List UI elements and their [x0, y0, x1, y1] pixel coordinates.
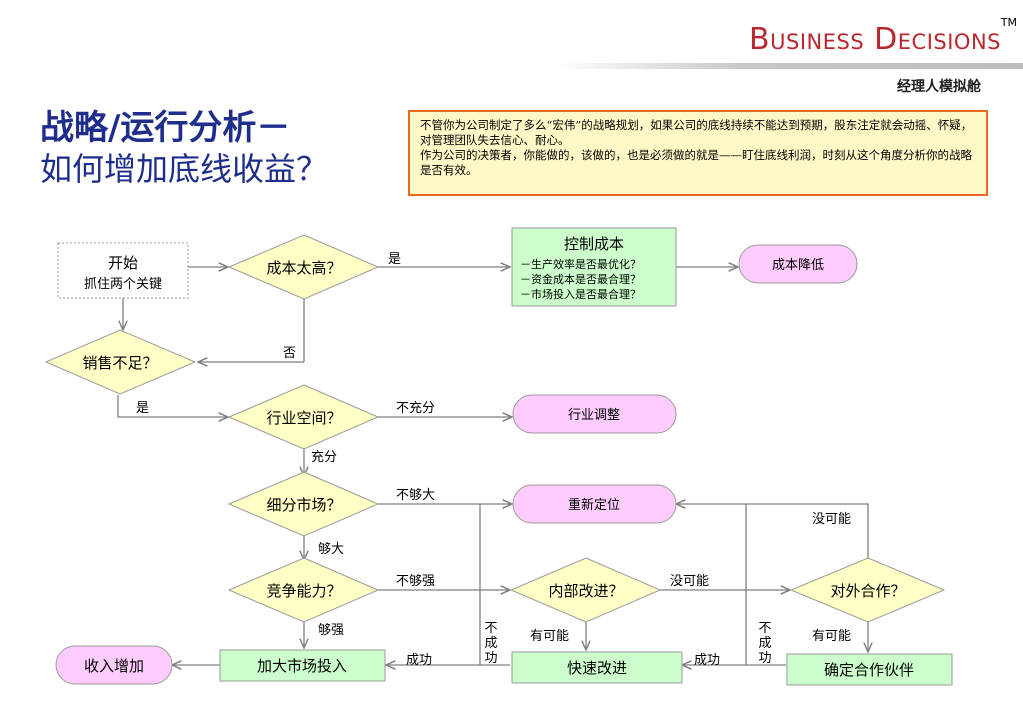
edge-label-not-strong: 不够强 — [396, 574, 435, 589]
internal-label: 内部改进？ — [548, 582, 623, 600]
edge-label-success-1: 成功 — [406, 653, 432, 668]
edge-label-fail-1: 不成功 — [484, 621, 497, 666]
page-title-line2: 如何增加底线收益？ — [40, 150, 329, 188]
trademark-mark: TM — [1000, 16, 1017, 29]
edge-label-strong-enough: 够强 — [318, 623, 344, 638]
industry-space-diamond — [227, 384, 380, 450]
cost-down-pill — [738, 244, 858, 284]
edge-label-fail-2: 不成功 — [758, 621, 771, 666]
edge-label-impossible-1: 没可能 — [670, 574, 709, 589]
edge-label-success-2: 成功 — [694, 653, 720, 668]
brand-logo: Business Decisions — [749, 22, 1001, 57]
competitive-diamond — [227, 557, 380, 623]
header-subtitle: 经理人模拟舱 — [897, 79, 981, 95]
external-label: 对外合作？ — [830, 582, 905, 600]
edge-label-no-1: 否 — [283, 346, 296, 361]
edge-label-yes-2: 是 — [136, 401, 149, 416]
quick-improve-label: 快速改进 — [567, 659, 627, 677]
header-rule — [555, 63, 1023, 69]
sales-low-label: 销售不足？ — [82, 354, 157, 372]
internal-diamond — [509, 557, 662, 623]
industry-adjust-label: 行业调整 — [568, 408, 620, 423]
sales-low-diamond — [44, 329, 197, 395]
edge-label-possible-1: 有可能 — [530, 629, 569, 644]
edge-label-sufficient: 充分 — [311, 449, 337, 465]
control-cost-item-2: －资金成本是否最合理？ — [520, 272, 641, 286]
edge-label-impossible-2: 没可能 — [812, 512, 851, 527]
edge-label-big-enough: 够大 — [318, 542, 344, 557]
start-box — [57, 242, 189, 299]
control-cost-title: 控制成本 — [564, 235, 624, 253]
edge-sales-yes — [117, 395, 228, 417]
control-cost-item-1: －生产效率是否最优化？ — [520, 257, 641, 271]
reposition-label: 重新定位 — [568, 497, 620, 513]
quick-improve-box — [511, 651, 683, 684]
edge-label-insufficient: 不充分 — [396, 400, 435, 416]
revenue-up-label: 收入增加 — [84, 657, 144, 675]
start-sublabel: 抓住两个关键 — [84, 277, 162, 292]
segment-label: 细分市场？ — [266, 496, 341, 514]
edge-external-impossible — [676, 504, 869, 558]
page-title-line1: 战略/运行分析－ — [40, 108, 291, 148]
reposition-pill — [512, 484, 677, 524]
partner-box — [786, 653, 953, 686]
external-diamond — [789, 557, 946, 623]
industry-adjust-pill — [512, 394, 677, 434]
connectors — [117, 267, 869, 665]
market-invest-label: 加大市场投入 — [257, 657, 347, 675]
note-box: 不管你为公司制定了多么“宏伟”的战略规划，如果公司的底线持续不能达到预期，股东注… — [408, 110, 988, 196]
note-paragraph-1: 不管你为公司制定了多么“宏伟”的战略规划，如果公司的底线持续不能达到预期，股东注… — [420, 118, 973, 147]
cost-high-diamond — [227, 234, 380, 300]
note-paragraph-2: 作为公司的决策者，你能做的，该做的，也是必须做的就是——盯住底线利润，时刻从这个… — [420, 148, 972, 177]
cost-high-label: 成本太高？ — [266, 259, 341, 277]
start-label: 开始 — [108, 254, 138, 272]
edge-label-possible-2: 有可能 — [812, 629, 851, 644]
segment-diamond — [227, 471, 380, 537]
edge-label-yes-1: 是 — [388, 252, 401, 267]
control-cost-box — [511, 227, 677, 307]
market-invest-box — [219, 649, 386, 682]
edge-label-not-big: 不够大 — [396, 488, 435, 503]
industry-space-label: 行业空间？ — [266, 409, 341, 427]
competitive-label: 竞争能力？ — [266, 582, 341, 600]
control-cost-item-3: －市场投入是否最合理？ — [520, 287, 641, 301]
cost-down-label: 成本降低 — [772, 258, 824, 273]
partner-label: 确定合作伙伴 — [824, 661, 914, 679]
revenue-up-pill — [55, 645, 173, 685]
